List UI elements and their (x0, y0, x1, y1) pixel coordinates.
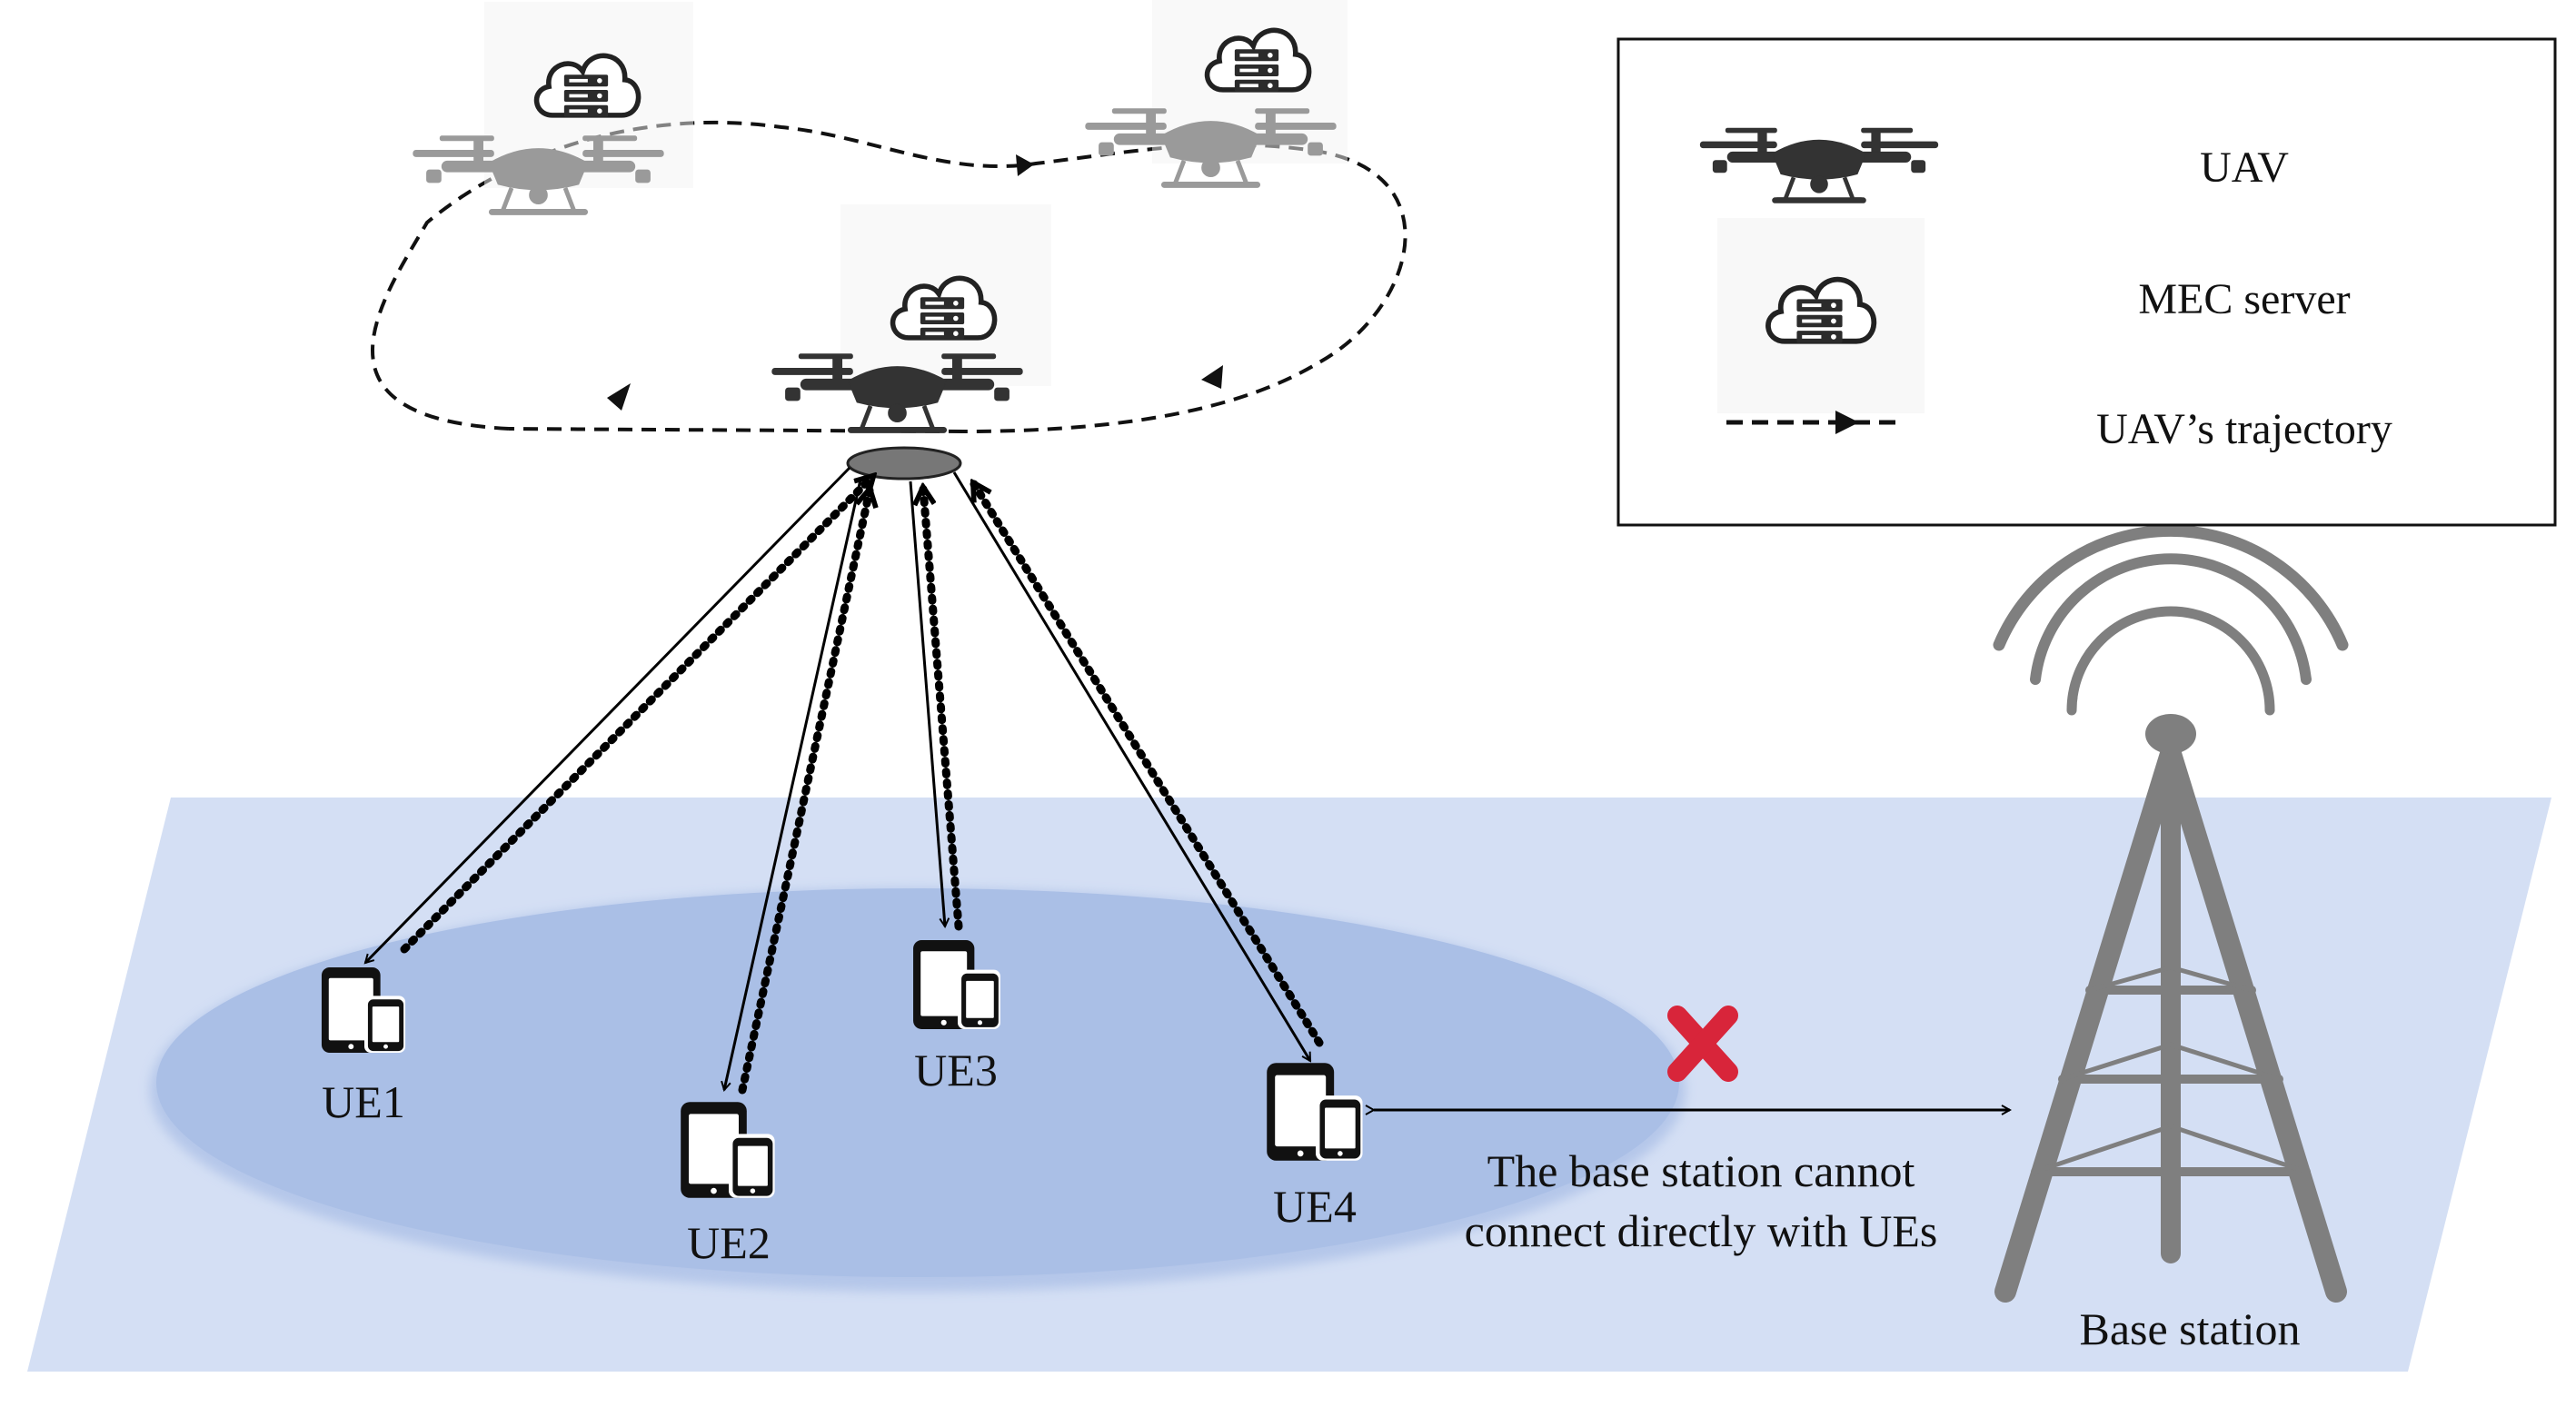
legend-trajectory-label: UAV’s trajectory (2096, 405, 2392, 453)
uav-trajectory (371, 120, 1407, 433)
legend-uav-label: UAV (2200, 144, 2289, 192)
base-station-label: Base station (2079, 1303, 2300, 1354)
ue1-label: UE1 (322, 1076, 405, 1127)
uav-antenna (846, 446, 962, 481)
base-station-tower (1993, 524, 2349, 1303)
signal-waves-icon (2145, 714, 2196, 754)
cross-icon (1667, 1006, 1738, 1082)
trajectory-arrow-head (607, 383, 631, 411)
uplink-downlink-lines (365, 466, 1324, 1095)
trajectory-arrow-head (1201, 365, 1223, 389)
uav-active (772, 204, 1051, 481)
note-line-1: The base station cannot (1487, 1145, 1915, 1196)
coverage-area (156, 888, 1679, 1277)
uav-ghost-right (1086, 0, 1348, 187)
legend-mec-label: MEC server (2138, 275, 2350, 323)
ue3-label: UE3 (914, 1045, 998, 1095)
trajectory-arrow-head (1016, 154, 1034, 176)
legend: UAV MEC server UAV’s trajectory (1616, 37, 2557, 527)
note-line-2: connect directly with UEs (1465, 1205, 1938, 1256)
ue4-label: UE4 (1273, 1181, 1357, 1232)
ue2-label: UE2 (687, 1217, 771, 1268)
uav-ghost-left (413, 2, 693, 214)
